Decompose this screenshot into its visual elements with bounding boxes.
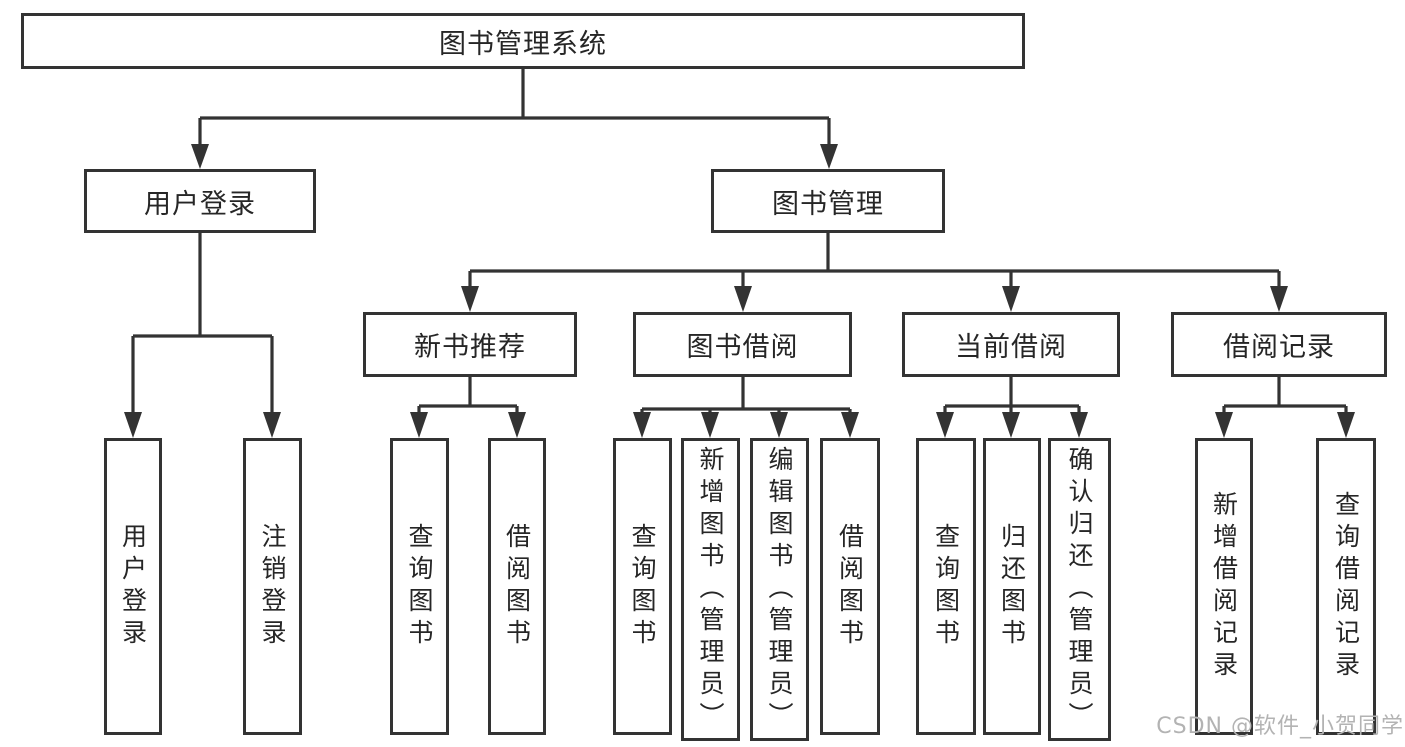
node-label: 新书推荐	[414, 332, 526, 363]
node-current-borrow: 当前借阅	[902, 312, 1120, 377]
csdn-watermark: CSDN @软件_小贺同学	[1156, 714, 1404, 739]
arrowhead	[734, 286, 752, 312]
leaf-label: 编辑图书（管理员）	[765, 445, 794, 734]
arrowhead	[770, 412, 788, 438]
node-new-book-recommend: 新书推荐	[363, 312, 577, 377]
node-label: 用户登录	[144, 188, 256, 220]
leaf-query-books-recommend: 查询图书	[390, 438, 449, 735]
leaf-label: 确认归还（管理员）	[1065, 445, 1094, 734]
connector-user-login	[131, 233, 274, 414]
node-label: 图书管理系统	[439, 28, 607, 60]
arrowhead	[124, 412, 142, 438]
node-book-borrow: 图书借阅	[633, 312, 852, 377]
node-label: 图书借阅	[686, 332, 799, 363]
arrowhead	[633, 412, 651, 438]
leaf-confirm-return-admin: 确认归还（管理员）	[1048, 438, 1111, 741]
node-label: 借阅记录	[1223, 332, 1335, 363]
leaf-query-books-borrow: 查询图书	[613, 438, 672, 735]
arrowhead	[508, 412, 526, 438]
leaf-label: 查询借阅记录	[1331, 490, 1361, 683]
node-borrow-records: 借阅记录	[1171, 312, 1387, 377]
leaf-user-login: 用户登录	[104, 438, 162, 735]
leaf-label: 用户登录	[118, 522, 148, 651]
leaf-query-books-current: 查询图书	[916, 438, 976, 735]
node-label: 图书管理	[772, 188, 884, 220]
leaf-label: 借阅图书	[502, 522, 532, 651]
arrowhead	[701, 412, 719, 438]
arrowhead	[1002, 412, 1020, 438]
leaf-borrow-books-recommend: 借阅图书	[488, 438, 546, 735]
connector-book-borrow	[640, 377, 852, 414]
arrowhead	[461, 286, 479, 312]
arrowhead	[841, 412, 859, 438]
leaf-label: 注销登录	[258, 522, 287, 651]
leaf-label: 新增借阅记录	[1209, 490, 1239, 683]
arrowhead	[1070, 412, 1088, 438]
leaf-edit-books-admin: 编辑图书（管理员）	[750, 438, 809, 741]
leaf-logout: 注销登录	[243, 438, 302, 735]
connector-current-borrow	[943, 377, 1081, 414]
leaf-query-borrow-record: 查询借阅记录	[1316, 438, 1376, 735]
leaf-label: 归还图书	[997, 522, 1027, 651]
connector-root	[198, 69, 831, 146]
node-user-login: 用户登录	[84, 169, 316, 233]
arrowhead	[263, 412, 281, 438]
leaf-label: 查询图书	[931, 522, 961, 651]
arrowhead	[1270, 286, 1288, 312]
connector-borrow-records	[1222, 377, 1348, 414]
node-book-management: 图书管理	[711, 169, 945, 233]
arrowhead	[410, 412, 428, 438]
leaf-add-borrow-record: 新增借阅记录	[1195, 438, 1253, 735]
arrowhead	[1337, 412, 1355, 438]
leaf-return-books: 归还图书	[983, 438, 1041, 735]
leaf-borrow-books: 借阅图书	[820, 438, 880, 735]
arrowhead	[191, 144, 209, 169]
leaf-label: 查询图书	[628, 522, 657, 651]
arrowhead	[936, 412, 954, 438]
connector-new-book	[417, 377, 519, 414]
arrowhead	[1002, 286, 1020, 312]
node-label: 当前借阅	[955, 332, 1067, 363]
leaf-label: 新增图书（管理员）	[696, 445, 725, 734]
leaf-add-books-admin: 新增图书（管理员）	[681, 438, 740, 741]
leaf-label: 借阅图书	[835, 522, 865, 651]
node-library-system: 图书管理系统	[21, 13, 1025, 69]
arrowheads	[124, 144, 1355, 438]
arrowhead	[1215, 412, 1233, 438]
arrowhead	[820, 144, 838, 169]
leaf-label: 查询图书	[405, 522, 434, 651]
connector-book-management	[468, 233, 1281, 288]
